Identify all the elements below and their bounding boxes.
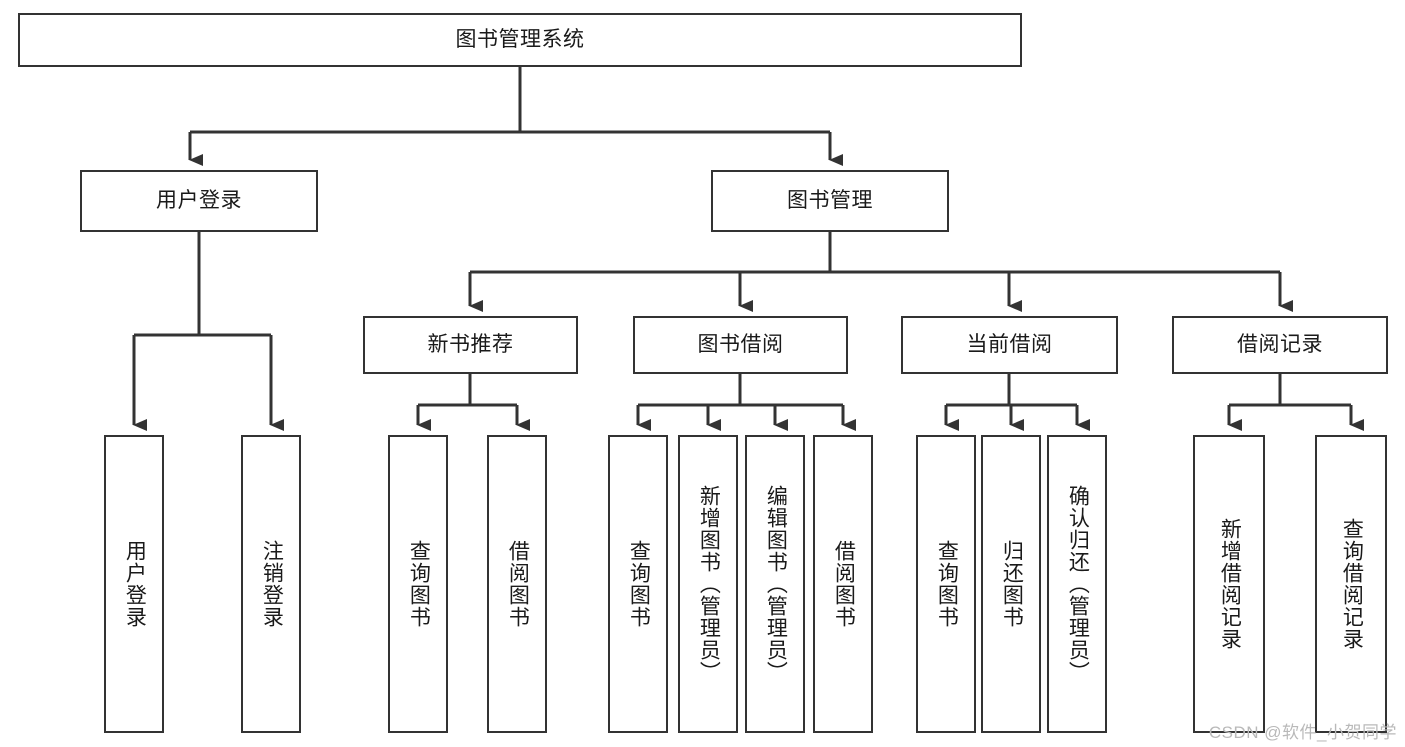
node-user-login[interactable]: 用户登录 xyxy=(80,170,318,232)
node-leaf-user-login-label: 用户登录 xyxy=(123,540,147,628)
node-leaf-borrow-book-1[interactable]: 借阅图书 xyxy=(487,435,547,733)
node-leaf-query-book-3[interactable]: 查询图书 xyxy=(916,435,976,733)
node-current-borrow-label: 当前借阅 xyxy=(966,333,1053,357)
connectors-user-login xyxy=(132,232,284,431)
node-leaf-query-record[interactable]: 查询借阅记录 xyxy=(1315,435,1387,733)
node-leaf-query-book-1-label: 查询图书 xyxy=(407,540,431,628)
node-leaf-query-book-2-label: 查询图书 xyxy=(627,540,651,628)
node-user-login-label: 用户登录 xyxy=(156,189,242,213)
node-leaf-user-logout-label: 注销登录 xyxy=(260,540,284,628)
node-leaf-query-book-3-label: 查询图书 xyxy=(935,540,959,628)
node-leaf-user-login[interactable]: 用户登录 xyxy=(104,435,164,733)
connectors-new-book-rec xyxy=(416,374,530,431)
node-leaf-query-book-2[interactable]: 查询图书 xyxy=(608,435,668,733)
connectors-root xyxy=(188,67,843,166)
connectors-borrow-record xyxy=(1227,374,1364,431)
node-leaf-confirm-return-label: 确认归还（管理员） xyxy=(1066,485,1090,683)
node-book-manage-label: 图书管理 xyxy=(787,189,873,213)
node-leaf-add-book[interactable]: 新增图书（管理员） xyxy=(678,435,738,733)
node-leaf-add-book-label: 新增图书（管理员） xyxy=(697,485,721,683)
node-leaf-edit-book[interactable]: 编辑图书（管理员） xyxy=(745,435,805,733)
node-leaf-return-book-label: 归还图书 xyxy=(1000,540,1024,628)
node-leaf-add-record-label: 新增借阅记录 xyxy=(1218,518,1242,650)
node-new-book-rec-label: 新书推荐 xyxy=(427,333,514,357)
node-leaf-edit-book-label: 编辑图书（管理员） xyxy=(764,485,788,683)
node-borrow-record[interactable]: 借阅记录 xyxy=(1172,316,1388,374)
node-current-borrow[interactable]: 当前借阅 xyxy=(901,316,1118,374)
node-leaf-return-book[interactable]: 归还图书 xyxy=(981,435,1041,733)
node-leaf-borrow-book-2-label: 借阅图书 xyxy=(832,540,856,628)
connectors-current-borrow xyxy=(944,374,1090,431)
node-leaf-user-logout[interactable]: 注销登录 xyxy=(241,435,301,733)
node-leaf-query-book-1[interactable]: 查询图书 xyxy=(388,435,448,733)
connectors-book-borrow xyxy=(636,374,856,431)
node-root[interactable]: 图书管理系统 xyxy=(18,13,1022,67)
node-book-borrow-label: 图书借阅 xyxy=(697,333,784,357)
node-root-label: 图书管理系统 xyxy=(455,28,585,52)
node-leaf-borrow-book-2[interactable]: 借阅图书 xyxy=(813,435,873,733)
node-book-manage[interactable]: 图书管理 xyxy=(711,170,949,232)
node-new-book-rec[interactable]: 新书推荐 xyxy=(363,316,578,374)
csdn-watermark: CSDN @软件_小贺同学 xyxy=(1208,723,1397,742)
node-leaf-query-record-label: 查询借阅记录 xyxy=(1340,518,1364,650)
node-leaf-confirm-return[interactable]: 确认归还（管理员） xyxy=(1047,435,1107,733)
node-leaf-add-record[interactable]: 新增借阅记录 xyxy=(1193,435,1265,733)
node-borrow-record-label: 借阅记录 xyxy=(1237,333,1323,357)
connectors-book-manage xyxy=(468,232,1293,312)
node-leaf-borrow-book-1-label: 借阅图书 xyxy=(506,540,530,628)
node-book-borrow[interactable]: 图书借阅 xyxy=(633,316,848,374)
